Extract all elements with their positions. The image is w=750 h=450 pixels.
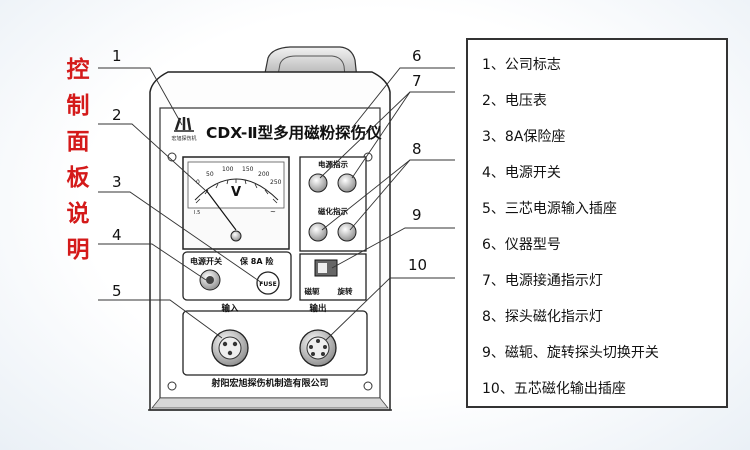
socket-panel: 输入 输出	[182, 303, 368, 376]
input-label: 输入	[221, 303, 239, 314]
meter-scale-label: 50	[206, 171, 214, 178]
legend-item: 6、仪器型号	[482, 237, 561, 253]
panel-description-title: 控 制 面 板 说 明	[58, 52, 98, 268]
magnet-indicator-light	[337, 222, 357, 242]
fuse-text: FUSE	[259, 281, 276, 288]
title-char: 说	[66, 200, 90, 227]
callout-number: 1	[112, 47, 122, 65]
title-char: 制	[66, 92, 90, 119]
callout-number: 9	[412, 206, 422, 224]
input-socket[interactable]	[211, 329, 249, 367]
meter-scale-label: 100	[222, 166, 234, 173]
meter-zero-screw[interactable]	[230, 230, 242, 242]
probe-toggle-panel: 磁轭 旋转	[299, 253, 367, 301]
legend-box: 1、公司标志 2、电压表 3、8A保险座 4、电源开关 5、三芯电源输入插座 6…	[466, 38, 728, 408]
meter-scale-label: 0	[196, 179, 200, 186]
title-char: 板	[66, 164, 90, 191]
legend-item: 4、电源开关	[482, 165, 561, 181]
meter-unit: V	[231, 185, 241, 200]
logo-caption: 宏旭探伤机	[171, 135, 196, 142]
meter-ac-label: ~	[270, 208, 276, 216]
title-char: 明	[66, 236, 90, 263]
title-char: 面	[66, 128, 90, 155]
power-switch-label: 电源开关	[190, 256, 222, 266]
power-indicator-light	[337, 173, 357, 193]
meter-needle	[205, 189, 237, 231]
callout-number: 7	[412, 72, 422, 90]
legend-item: 7、电源接通指示灯	[482, 273, 603, 289]
legend-item: 10、五芯磁化输出插座	[482, 381, 626, 397]
callout-number: 4	[112, 226, 122, 244]
callout-number: 5	[112, 282, 122, 300]
magnet-indicator-label: 磁化指示	[318, 206, 348, 216]
meter-scale-label: 150	[242, 166, 254, 173]
callout-lines	[98, 67, 455, 341]
legend-item: 5、三芯电源输入插座	[482, 201, 617, 217]
fuse-holder[interactable]	[256, 271, 280, 295]
indicator-panel: 电源指示 磁化指示	[299, 156, 367, 252]
meter-scale-label: 200	[258, 171, 270, 178]
title-char: 控	[66, 56, 90, 83]
callout-number: 3	[112, 173, 122, 191]
callout-number: 10	[408, 256, 428, 274]
callout-number: 2	[112, 106, 122, 124]
callout-number: 8	[412, 140, 422, 158]
fuse-label: 保 8A 险	[239, 256, 274, 266]
legend-item: 9、磁轭、旋转探头切换开关	[482, 345, 659, 361]
toggle-rotate-label: 旋转	[337, 286, 353, 296]
voltmeter: 0 50 100 150 200 250 V Ⅰ.5 ~	[182, 156, 290, 250]
output-label: 输出	[309, 303, 326, 314]
power-indicator-label: 电源指示	[318, 159, 348, 169]
power-indicator-light	[308, 173, 328, 193]
legend-item: 3、8A保险座	[482, 129, 566, 145]
legend-item: 1、公司标志	[482, 57, 561, 73]
power-fuse-panel: 电源开关 保 8A 险 FUSE	[182, 251, 292, 301]
manufacturer-label: 射阳宏旭探伤机制造有限公司	[210, 377, 328, 389]
toggle-yoke-label: 磁轭	[305, 286, 320, 296]
magnet-indicator-light	[308, 222, 328, 242]
callout-number: 6	[412, 47, 422, 65]
legend-item: 8、探头磁化指示灯	[482, 309, 603, 325]
meter-class-label: Ⅰ.5	[194, 210, 200, 216]
meter-scale-label: 250	[270, 179, 282, 186]
legend-item: 2、电压表	[482, 93, 547, 109]
model-label: CDX-Ⅱ型多用磁粉探伤仪	[206, 123, 382, 142]
